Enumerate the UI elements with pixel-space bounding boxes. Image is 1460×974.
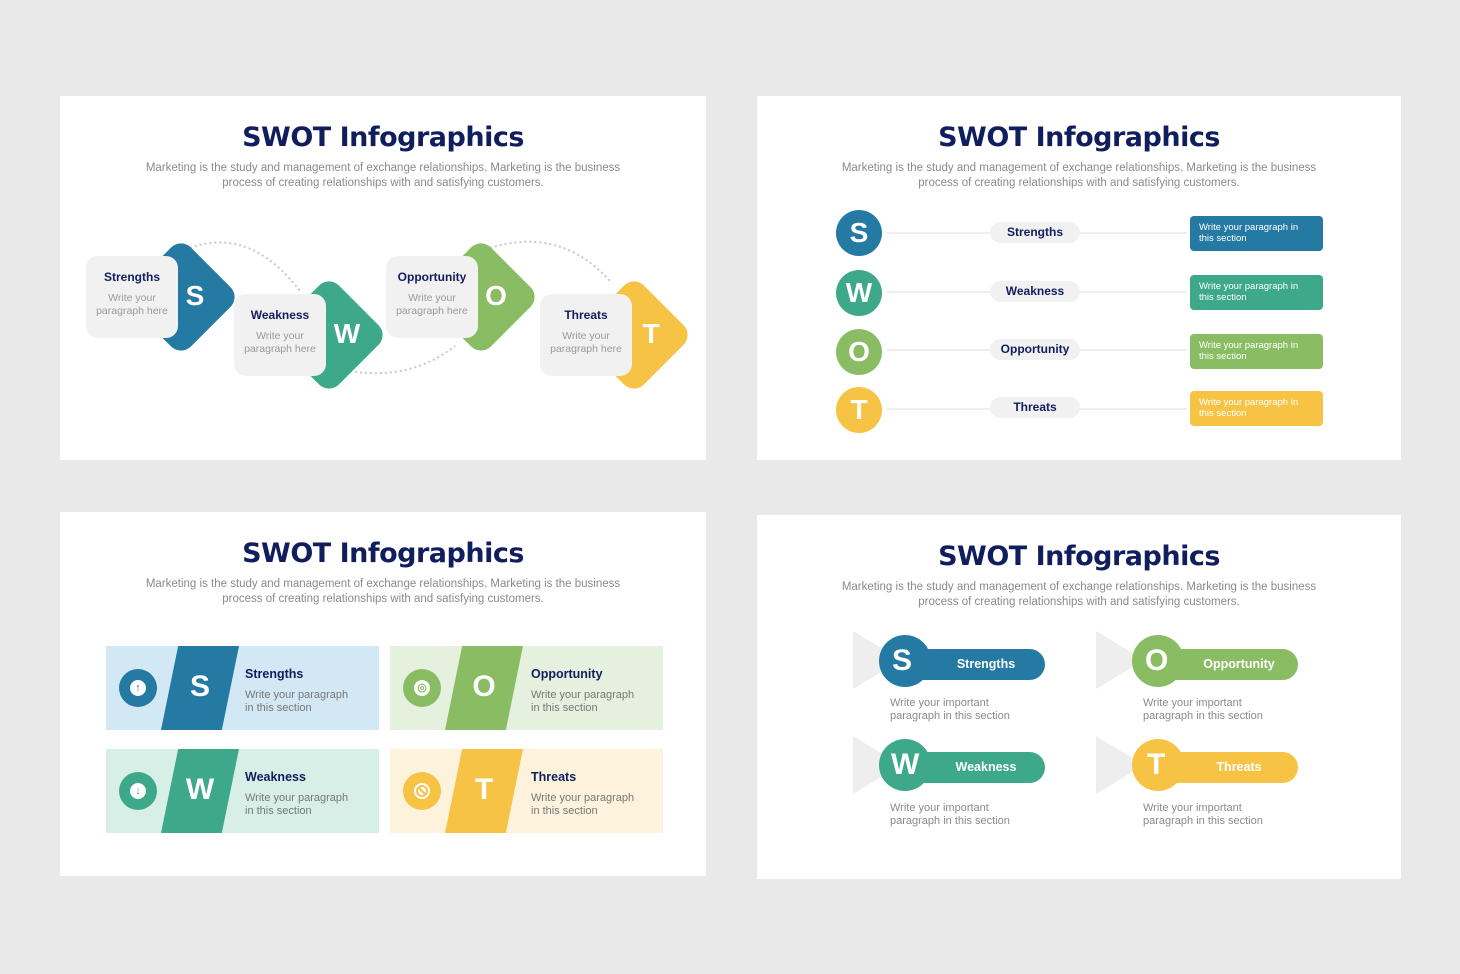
letter-band: O [445, 646, 523, 730]
letter-o: O [485, 280, 507, 311]
item-label: Strengths [245, 667, 304, 681]
letter-circle-w: W [879, 739, 931, 791]
slide-subtitle: Marketing is the study and management of… [841, 581, 1317, 608]
slide-row-swot: SWOT Infographics Marketing is the study… [757, 96, 1401, 460]
letter-band: T [445, 749, 523, 833]
item-text: Write your paragraph here [244, 330, 316, 355]
swot-card-weakness: ↓ W Weakness Write your paragraph in thi… [106, 749, 379, 833]
text-box: Write your paragraph in this section [1190, 391, 1323, 426]
item-text: Write your paragraph in this section [531, 792, 635, 817]
text-card: Threats Write your paragraph here [540, 294, 632, 376]
swot-card-threats: T Threats Write your paragraph in this s… [390, 749, 663, 833]
item-label: Threats [531, 770, 577, 784]
item-text: Write your paragraph in this section [531, 689, 635, 714]
item-text: Write your paragraph here [96, 292, 168, 317]
item-label: Opportunity [531, 667, 603, 681]
letter-w: W [185, 773, 215, 806]
letter-circle-o: O [836, 329, 882, 375]
letter-circle-s: S [879, 635, 931, 687]
letter-t: T [474, 773, 494, 806]
slide-title: SWOT Infographics [938, 122, 1220, 153]
item-label: Weakness [245, 770, 306, 784]
letter-circle-t: T [836, 387, 882, 433]
letter-band: S [161, 646, 239, 730]
item-label: Weakness [250, 308, 310, 322]
text-box: Write your paragraph in this section [1190, 216, 1323, 251]
text-box: Write your paragraph in this section [1190, 334, 1323, 369]
slide-title: SWOT Infographics [938, 541, 1220, 572]
item-text: Write your important paragraph in this s… [1143, 802, 1263, 827]
target-icon: ◎ [403, 669, 441, 707]
text-card: Weakness Write your paragraph here [234, 294, 326, 376]
letter-s: S [185, 280, 205, 311]
item-label: Threats [564, 308, 608, 322]
item-text: Write your important paragraph in this s… [1143, 697, 1263, 722]
slide-subtitle: Marketing is the study and management of… [841, 162, 1317, 189]
item-text: Write your paragraph here [396, 292, 468, 317]
item-text: Write your important paragraph in this s… [890, 802, 1010, 827]
letter-o: O [472, 670, 496, 703]
arrow-down-circle-icon: ↓ [119, 772, 157, 810]
swot-card-opportunity: ◎ O Opportunity Write your paragraph in … [390, 646, 663, 730]
label-pill: Strengths [990, 222, 1080, 243]
letter-s: S [189, 670, 210, 703]
letter-circle-o: O [1132, 635, 1184, 687]
slide-title: SWOT Infographics [242, 538, 524, 569]
prohibited-glyph [416, 785, 428, 797]
item-text: Write your paragraph here [550, 330, 622, 355]
label-pill: Threats [990, 397, 1080, 418]
item-text: Write your paragraph in this section [245, 689, 349, 714]
slide-card-swot: SWOT Infographics Marketing is the study… [60, 512, 706, 876]
prohibited-icon [403, 772, 441, 810]
label-pill: Opportunity [990, 339, 1080, 360]
item-label: Opportunity [397, 270, 467, 284]
slide-diamond-swot: SWOT Infographics Marketing is the study… [60, 96, 706, 460]
text-card: Strengths Write your paragraph here [86, 256, 178, 338]
text-box: Write your paragraph in this section [1190, 275, 1323, 310]
slide-title: SWOT Infographics [242, 122, 524, 153]
swot-card-strengths: ↑ S Strengths Write your paragraph in th… [106, 646, 379, 730]
item-label: Strengths [103, 270, 160, 284]
dotted-connector [189, 240, 611, 375]
letter-circle-s: S [836, 210, 882, 256]
letter-circle-w: W [836, 270, 882, 316]
label-pill: Weakness [990, 281, 1080, 302]
slide-subtitle: Marketing is the study and management of… [145, 162, 621, 189]
letter-w: W [333, 318, 361, 349]
arrow-up-circle-icon: ↑ [119, 669, 157, 707]
slide-key-swot: SWOT Infographics Marketing is the study… [757, 515, 1401, 879]
slide-subtitle: Marketing is the study and management of… [145, 578, 621, 605]
letter-circle-t: T [1132, 739, 1184, 791]
letter-band: W [161, 749, 239, 833]
letter-t: T [642, 318, 660, 349]
item-text: Write your paragraph in this section [245, 792, 349, 817]
item-text: Write your important paragraph in this s… [890, 697, 1010, 722]
text-card: Opportunity Write your paragraph here [386, 256, 478, 338]
